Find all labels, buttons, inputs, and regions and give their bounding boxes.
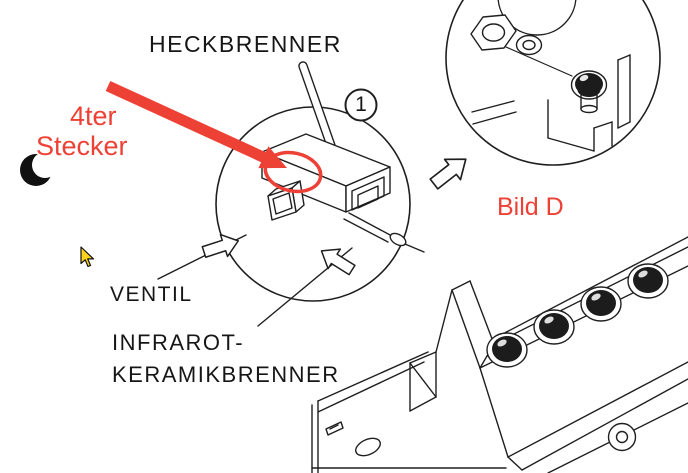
label-ventil: VENTIL [110, 283, 193, 306]
label-bild-d: Bild D [497, 193, 564, 221]
label-infrarot-keramikbrenner: INFRAROT- KERAMIKBRENNER [112, 327, 340, 391]
burner-tube [298, 61, 341, 162]
block-arrow-left [201, 233, 239, 258]
washer [515, 34, 543, 56]
burner-knob [486, 332, 528, 368]
marker-1-circle [344, 88, 378, 122]
leader-lines [157, 234, 353, 327]
marker-1-number: 1 [355, 93, 367, 116]
red-arrow-annotation [105, 81, 287, 169]
label-4ter: 4ter [70, 101, 117, 131]
block-arrow-bottom [320, 248, 356, 276]
label-infrarot-line1: INFRAROT- [112, 330, 245, 355]
block-arrow-to-detail [429, 158, 467, 190]
burner-knob [580, 286, 622, 322]
connector-socket [351, 176, 385, 211]
crescent-mark [20, 152, 58, 186]
valve-assembly-drawing [261, 61, 425, 253]
burner-knob [627, 263, 669, 299]
red-annotations [105, 81, 323, 194]
bracket-lines [471, 54, 631, 152]
label-infrarot-line2: KERAMIKBRENNER [112, 362, 340, 387]
label-4ter-stecker: 4ter Stecker [36, 101, 128, 161]
grill-body-drawing [311, 236, 688, 473]
label-stecker: Stecker [36, 131, 128, 161]
mouse-cursor-icon [80, 246, 95, 268]
burner-knob [533, 309, 575, 345]
valve-outlet-tube [343, 212, 425, 253]
knob-cap [570, 70, 608, 114]
hex-nut [470, 14, 517, 51]
connector-plug [267, 180, 305, 221]
panel-oval-badge [355, 437, 381, 457]
detail-circle-bild-d [445, 0, 661, 166]
ignition-badge [607, 422, 637, 452]
label-heckbrenner: HECKBRENNER [149, 31, 342, 57]
assembly-arrows [201, 158, 467, 276]
logo-plate [325, 421, 344, 436]
